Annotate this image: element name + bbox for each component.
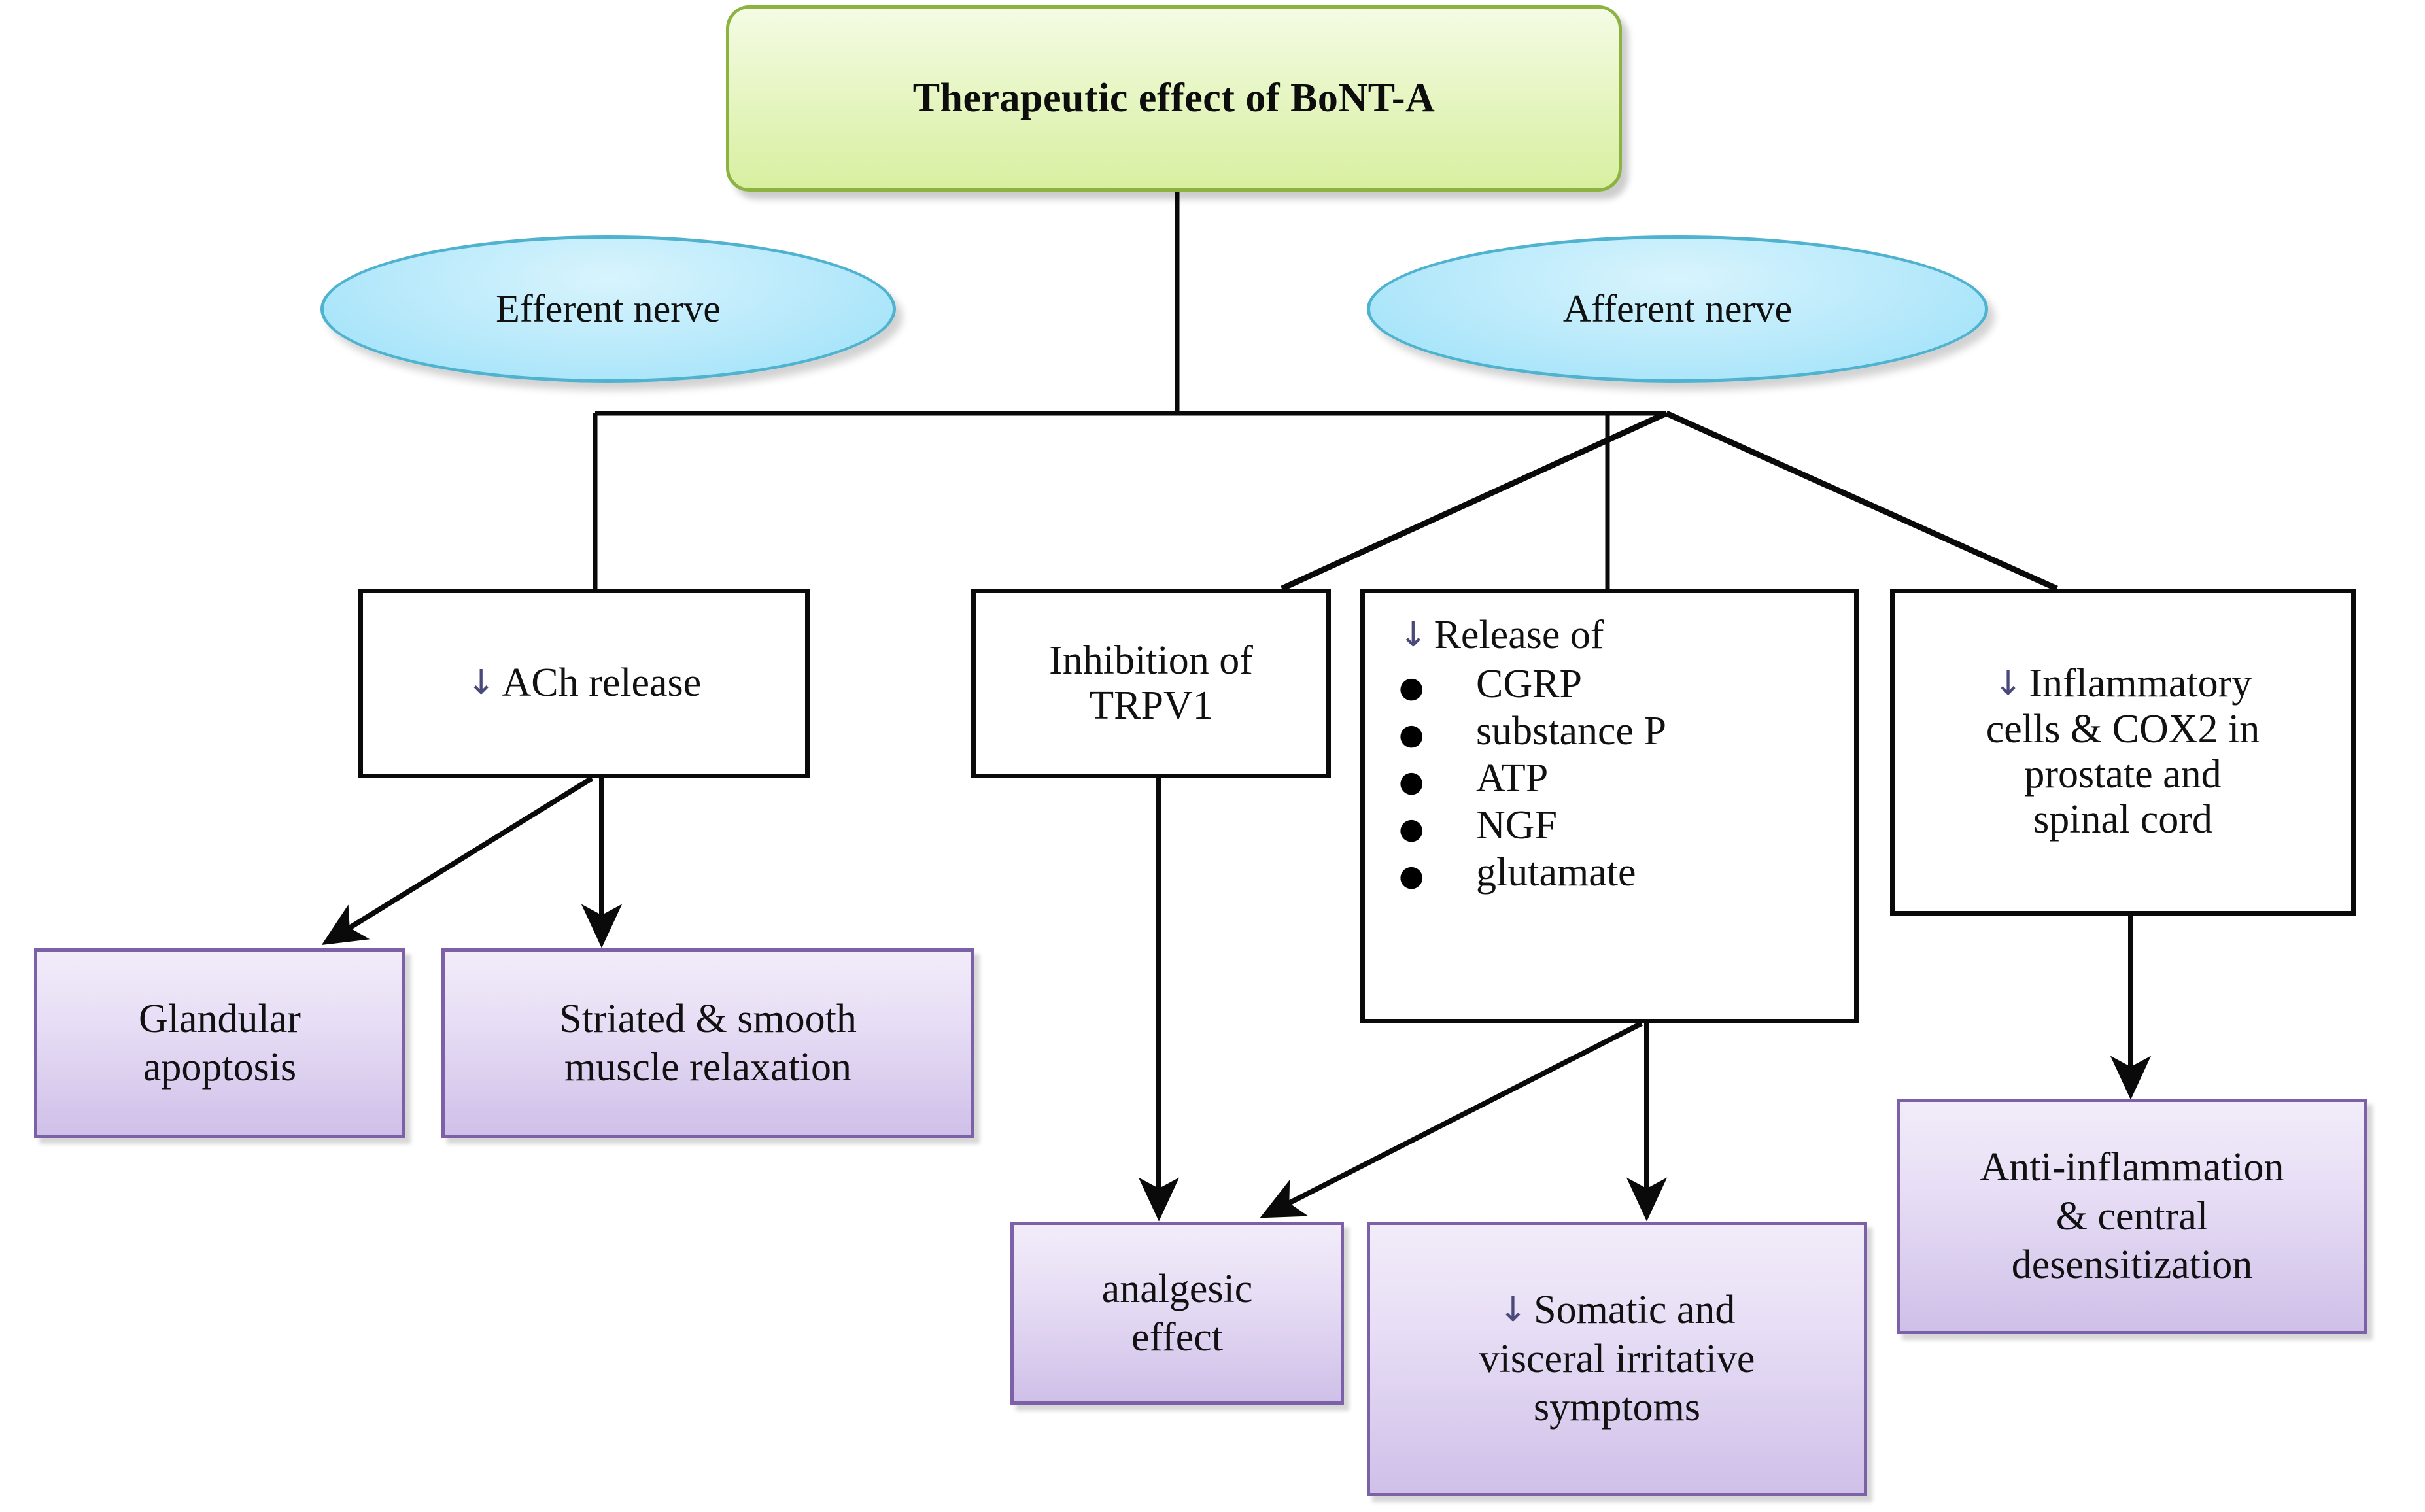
inflammatory-label: Inflammatory [2029, 661, 2252, 706]
trpv1-line-2: TRPV1 [1089, 683, 1213, 728]
node-analgesic-effect[interactable]: analgesic effect [1010, 1222, 1344, 1405]
node-inflammatory-cells-cox2[interactable]: ↓Inflammatory cells & COX2 in prostate a… [1890, 589, 2356, 916]
release-of-label: Release of [1434, 613, 1604, 657]
afferent-nerve-label: Afferent nerve [1562, 287, 1793, 330]
somatic-line-2: visceral irritative [1479, 1336, 1755, 1381]
arrow-release-to-analgesic [1260, 1021, 1643, 1218]
list-item-label: CGRP [1476, 662, 1582, 707]
down-arrow-icon: ↓ [1498, 1290, 1528, 1330]
bullet-icon: ● [1399, 765, 1424, 799]
wire-junction-to-trpv1 [1281, 410, 1668, 592]
analgesic-line-2: effect [1131, 1315, 1223, 1360]
node-glandular-apoptosis[interactable]: Glandular apoptosis [34, 948, 405, 1138]
antiinflammation-line-1: Anti-inflammation [1980, 1145, 2284, 1190]
list-item-label: NGF [1476, 802, 1558, 848]
striated-line-1: Striated & smooth [559, 996, 857, 1041]
wire-junction-to-inflammatory [1665, 410, 2058, 592]
striated-line-2: muscle relaxation [564, 1045, 851, 1090]
antiinflammation-line-3: desensitization [2011, 1243, 2253, 1288]
arrow-ach-to-glandular [321, 776, 594, 946]
node-afferent-nerve[interactable]: Afferent nerve [1367, 235, 1988, 383]
bullet-icon: ● [1399, 671, 1424, 705]
list-item-label: glutamate [1476, 850, 1636, 895]
node-somatic-visceral-irritative-symptoms[interactable]: ↓Somatic and visceral irritative symptom… [1367, 1222, 1867, 1496]
bullet-icon: ● [1399, 718, 1424, 752]
list-item: ● ATP [1399, 755, 1854, 802]
inflammatory-line-3: prostate and [2024, 752, 2222, 797]
list-item-label: ATP [1476, 756, 1549, 800]
glandular-line-2: apoptosis [143, 1045, 297, 1090]
inflammatory-line-2: cells & COX2 in [1986, 706, 2260, 751]
node-anti-inflammation-central-desensitization[interactable]: Anti-inflammation & central desensitizat… [1897, 1099, 2367, 1334]
antiinflammation-line-2: & central [2055, 1194, 2209, 1239]
ach-release-label: ACh release [502, 661, 702, 706]
list-item-label: substance P [1476, 709, 1667, 754]
node-ach-release[interactable]: ↓ACh release [358, 589, 810, 778]
release-of-heading: ↓Release of [1365, 613, 1854, 657]
ach-release-text: ↓ACh release [467, 661, 701, 706]
down-arrow-icon: ↓ [466, 663, 496, 703]
node-inhibition-trpv1[interactable]: Inhibition of TRPV1 [971, 589, 1331, 778]
down-arrow-icon: ↓ [1399, 615, 1428, 655]
node-efferent-nerve[interactable]: Efferent nerve [320, 235, 896, 383]
efferent-nerve-label: Efferent nerve [496, 287, 721, 330]
list-item: ● CGRP [1399, 661, 1854, 708]
list-item: ● glutamate [1399, 850, 1854, 897]
somatic-line-3: symptoms [1534, 1385, 1700, 1430]
somatic-label: Somatic and [1534, 1288, 1736, 1333]
somatic-line-1: ↓Somatic and [1499, 1286, 1736, 1334]
inflammatory-line-4: spinal cord [2033, 797, 2212, 842]
node-title-therapeutic-effect[interactable]: Therapeutic effect of BoNT-A [726, 5, 1622, 192]
list-item: ● NGF [1399, 802, 1854, 850]
analgesic-line-1: analgesic [1101, 1266, 1253, 1311]
title-label: Therapeutic effect of BoNT-A [912, 76, 1436, 120]
glandular-line-1: Glandular [139, 996, 301, 1041]
release-of-list: ● CGRP ● substance P ● ATP ● NGF ● glutamate [1365, 661, 1854, 897]
bullet-icon: ● [1399, 859, 1424, 893]
bullet-icon: ● [1399, 812, 1424, 846]
list-item: ● substance P [1399, 708, 1854, 755]
trpv1-line-1: Inhibition of [1049, 638, 1253, 683]
node-release-of[interactable]: ↓Release of ● CGRP ● substance P ● ATP ● NGF… [1360, 589, 1859, 1023]
inflammatory-line-1: ↓Inflammatory [1994, 661, 2252, 706]
node-striated-smooth-muscle-relaxation[interactable]: Striated & smooth muscle relaxation [441, 948, 974, 1138]
down-arrow-icon: ↓ [1993, 664, 2023, 704]
